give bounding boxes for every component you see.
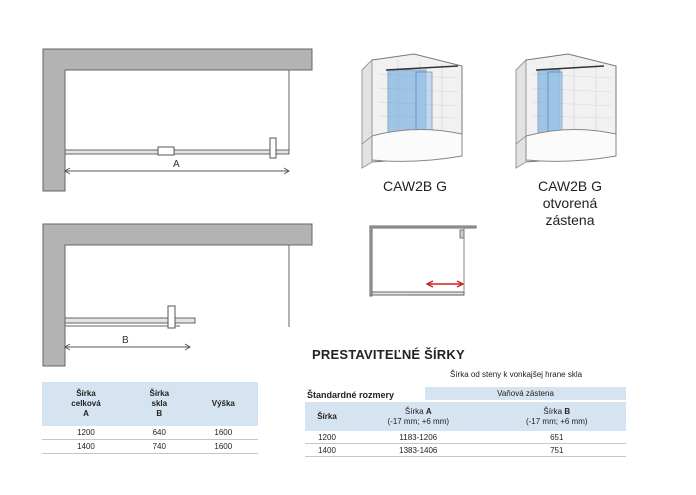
cell: 1600 bbox=[188, 439, 258, 454]
adjustable-widths-table: Šírka Šírka A (-17 mm; +6 mm) Šírka B (-… bbox=[305, 402, 626, 457]
product-illustration-open bbox=[515, 53, 617, 169]
header-prefix: Šírka bbox=[404, 406, 426, 416]
header-letter: A bbox=[425, 406, 432, 416]
header-glass-width: Šírka skla B bbox=[129, 382, 189, 426]
cell: 651 bbox=[487, 431, 626, 444]
header-line: Výška bbox=[211, 399, 235, 408]
header-line: A bbox=[83, 409, 89, 418]
cell: 640 bbox=[129, 426, 189, 440]
bathtub-screen-header: Vaňová zástena bbox=[425, 387, 626, 400]
dimension-b-label: B bbox=[122, 335, 129, 346]
table-row: 1200 1183-1206 651 bbox=[305, 431, 626, 444]
caption-line: otvorená bbox=[542, 195, 598, 211]
header-line: Šírka bbox=[149, 389, 170, 398]
header-height: Výška bbox=[188, 382, 258, 426]
cell: 1200 bbox=[42, 426, 130, 440]
header-line: Šírka bbox=[76, 389, 96, 398]
caption-line: CAW2B G bbox=[382, 178, 448, 194]
table-row: 1200 640 1600 bbox=[42, 426, 258, 440]
section-subtitle: Šírka od steny k vonkajšej hrane skla bbox=[450, 370, 583, 379]
dimensions-table: Šírka celková A Šírka skla B Výška 1200 … bbox=[42, 382, 258, 454]
header-width: Šírka bbox=[305, 402, 350, 431]
header-line: celková bbox=[71, 399, 101, 408]
product-illustration-closed bbox=[361, 53, 463, 169]
plan-diagram-top: A bbox=[42, 48, 313, 192]
cell: 1183-1206 bbox=[349, 431, 488, 444]
section-title: PRESTAVITEĽNÉ ŠÍRKY bbox=[312, 347, 465, 362]
cell: 740 bbox=[129, 439, 189, 454]
header-width-a: Šírka A (-17 mm; +6 mm) bbox=[349, 402, 488, 431]
header-line: skla bbox=[151, 399, 168, 408]
header-prefix: Šírka bbox=[543, 406, 565, 416]
table-row: 1400 1383-1406 751 bbox=[305, 443, 626, 457]
sliding-plan-diagram bbox=[369, 225, 477, 297]
cell: 1400 bbox=[42, 439, 130, 454]
table-row: 1400 740 1600 bbox=[42, 439, 258, 454]
header-tolerance: (-17 mm; +6 mm) bbox=[525, 416, 588, 426]
cell: 1200 bbox=[305, 431, 350, 444]
header-tolerance: (-17 mm; +6 mm) bbox=[387, 416, 450, 426]
caption-line: zástena bbox=[545, 212, 595, 228]
header-line: B bbox=[156, 409, 163, 418]
dimension-a-label: A bbox=[173, 159, 180, 170]
plan-diagram-bottom: B bbox=[42, 223, 313, 367]
header-width-b: Šírka B (-17 mm; +6 mm) bbox=[487, 402, 626, 431]
cell: 1600 bbox=[188, 426, 258, 440]
header-total-width: Šírka celková A bbox=[42, 382, 130, 426]
cell: 1383-1406 bbox=[349, 443, 488, 457]
header-letter: B bbox=[564, 406, 571, 416]
product-caption-open: CAW2B G otvorená zástena bbox=[512, 178, 628, 229]
cell: 751 bbox=[487, 443, 626, 457]
standard-dimensions-label: Štandardné rozmery bbox=[307, 390, 395, 400]
cell: 1400 bbox=[305, 443, 350, 457]
caption-line: CAW2B G bbox=[537, 178, 603, 194]
product-caption-closed: CAW2B G bbox=[360, 178, 470, 195]
